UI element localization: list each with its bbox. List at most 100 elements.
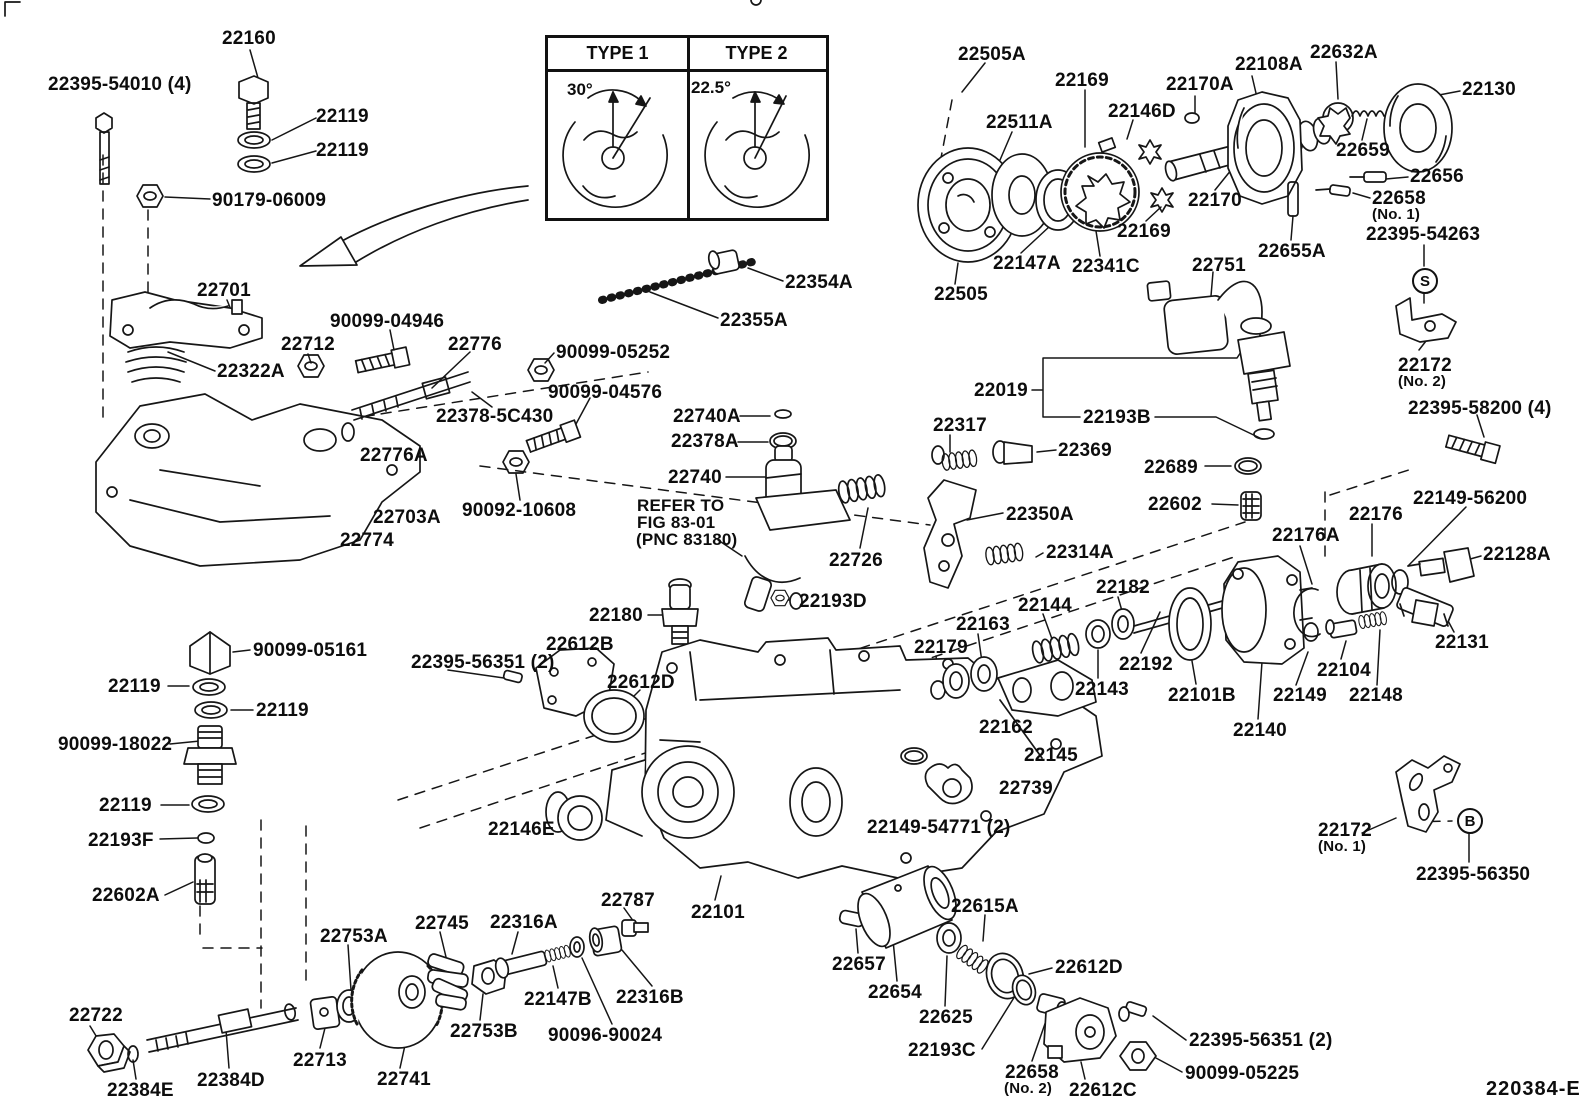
part-label: 90099-05252 [556,342,671,363]
part-label: 22625 [919,1007,973,1028]
part-label: 22179 [914,637,968,658]
part-label: 22703A [373,507,441,528]
part-label: 22317 [933,415,987,436]
part-label: 22776A [360,445,428,466]
type1-cam-sketch [562,89,668,208]
part-label: 22602A [92,885,160,906]
filter-22602A [194,853,216,905]
part-label: 22612B [546,634,614,655]
part-label: 22654 [868,982,922,1003]
part-label: 22119 [108,676,161,697]
part-label: (No. 2) [1004,1080,1053,1097]
part-label: 90179-06009 [212,190,327,211]
part-label: 22341C [1072,256,1140,277]
type2-angle: 22.5° [691,78,731,97]
part-label: 22145 [1024,745,1078,766]
head-22140 [1221,555,1313,665]
housing-22108A [1227,91,1303,205]
bolt-22395-58200 [1444,431,1501,465]
part-label: 22131 [1435,632,1489,653]
part-label: 22355A [720,310,788,331]
spring-22317 [940,448,979,472]
drum-22741 [350,951,444,1049]
part-label: (No. 2) [1398,373,1447,390]
regulator-22612C [1043,997,1117,1063]
cover-22130 [1383,83,1453,173]
part-label: 22316A [490,912,558,933]
spring-22615A [954,943,991,976]
part-label: 22160 [222,28,276,49]
spring-22148 [1357,610,1388,630]
part-label: 22140 [1233,720,1287,741]
nut-90179-06009 [136,184,164,208]
part-label: 22395-54010 (4) [48,74,192,95]
part-label: 22632A [1310,42,1378,63]
part-label: 22740A [673,406,741,427]
snapring-22176A [1293,587,1321,638]
part-label: 22182 [1096,577,1150,598]
part-label: 22147A [993,253,1061,274]
type2-header: TYPE 2 [725,43,788,63]
bracket-22701 [109,291,263,349]
solenoid-22740 [755,445,851,531]
bolt-90099-04946 [354,346,411,377]
part-label: 22101B [1168,685,1236,706]
part-label: 22378A [671,431,739,452]
part-label: 22751 [1192,255,1246,276]
washer-22162 [970,656,998,692]
part-label: 22148 [1349,685,1403,706]
washer-22119-c [192,678,226,696]
part-label: 22170 [1188,190,1242,211]
ring-22193F [197,832,215,844]
rod-22776 [351,371,471,421]
plate-22145 [997,659,1097,717]
screw-22395-56351-left [502,669,523,684]
spring-22314A [984,542,1025,566]
part-label: 22712 [281,334,335,355]
part-label: 22101 [691,902,745,923]
ring-22149 [1303,622,1319,642]
figure-code: 220384-E [1486,1078,1581,1099]
washer-22119-a [237,131,271,149]
part-label: 22612D [607,672,675,693]
part-label: REFER TO [637,496,725,515]
part-label: 22615A [951,896,1019,917]
screw-22658-no1 [1315,184,1351,197]
table-divider [687,38,690,218]
plate-22101B [1168,587,1212,661]
part-label: 22395-56350 [1416,864,1531,885]
nut-90092-10608 [502,450,530,474]
sensor-22193D [743,576,803,612]
part-label: 22659 [1336,140,1390,161]
bolt-22160 [238,75,269,130]
part-label: 90099-18022 [58,734,173,755]
part-label: 22384D [197,1070,265,1091]
part-label: 22149 [1273,685,1327,706]
part-label: 22774 [340,530,394,551]
plug-22369 [992,440,1033,465]
nut-90099-05225 [1119,1041,1157,1071]
part-label: 22745 [415,913,469,934]
part-label: 22384E [107,1080,174,1099]
spring-22147B [543,944,572,964]
housing-22774 [95,393,421,567]
part-label: 22176 [1349,504,1403,525]
part-label: 22726 [829,550,883,571]
part-label: 22658 [1005,1062,1059,1083]
part-label: 22657 [832,954,886,975]
part-label: (No. 1) [1372,206,1421,223]
part-label: 22753B [450,1021,518,1042]
bolt-22395-54010 [95,112,113,185]
part-label: 22505 [934,284,988,305]
type-comparison-table: TYPE 1 TYPE 2 [545,35,829,221]
part-label: 22740 [668,467,722,488]
part-label: 22119 [316,140,369,161]
part-label: (PNC 83180) [636,530,738,549]
part-label: 22395-56351 (2) [411,652,555,673]
key-22169-b [1150,187,1174,213]
roller-22354A [707,249,740,275]
part-label: 22193B [1083,407,1151,428]
holder-22745 [427,953,469,1011]
part-label: 22354A [785,272,853,293]
part-label: 22395-54263 [1366,224,1481,245]
